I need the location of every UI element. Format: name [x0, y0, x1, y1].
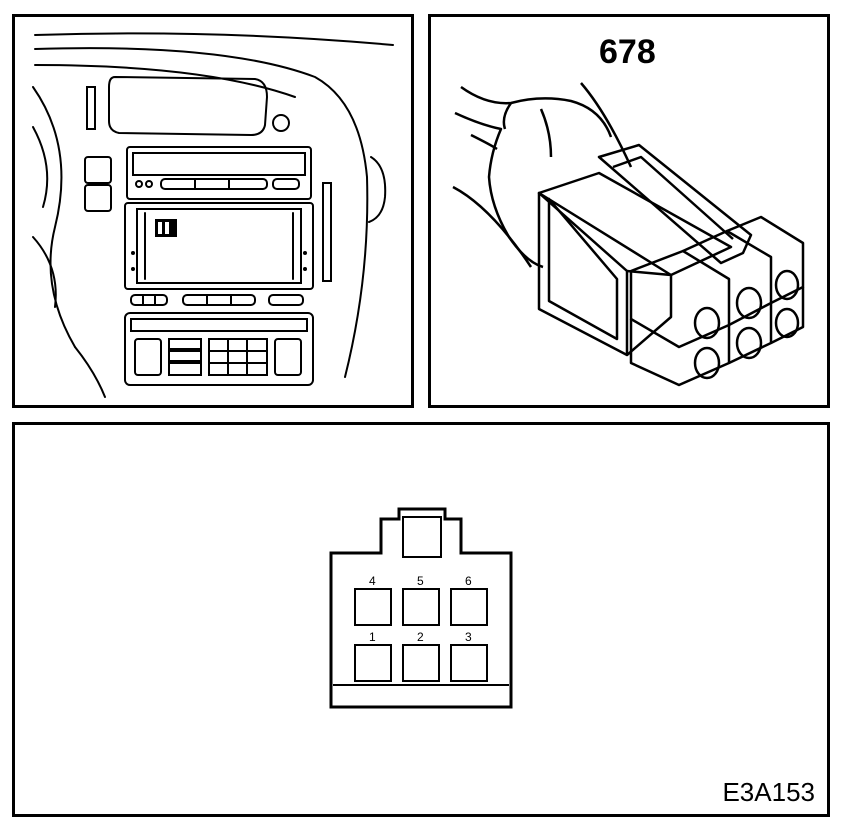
pin-cavity-4 — [354, 588, 392, 626]
connector-face-panel: 4 5 6 1 2 3 E3A153 — [12, 422, 830, 817]
dashboard-location-panel — [12, 14, 414, 408]
pin-cavity-6 — [450, 588, 488, 626]
pin-label-3: 3 — [465, 630, 472, 644]
pin-label-1: 1 — [369, 630, 376, 644]
connector-location-marker — [155, 219, 177, 237]
connector-detail-panel: 678 — [428, 14, 830, 408]
connector-locking-tab — [402, 516, 442, 558]
connector-face-drawing: 4 5 6 1 2 3 — [329, 507, 513, 709]
connector-callout-label: 678 — [599, 33, 656, 71]
pin-label-4: 4 — [369, 574, 376, 588]
pin-label-2: 2 — [417, 630, 424, 644]
pin-cavity-1 — [354, 644, 392, 682]
pin-label-5: 5 — [417, 574, 424, 588]
figure-id-label: E3A153 — [722, 777, 815, 807]
pin-cavity-5 — [402, 588, 440, 626]
connector-housing-outline — [329, 507, 513, 709]
pin-label-6: 6 — [465, 574, 472, 588]
connector-hand-drawing — [452, 82, 805, 387]
dashboard-drawing — [32, 32, 394, 398]
pin-cavity-2 — [402, 644, 440, 682]
pin-cavity-3 — [450, 644, 488, 682]
